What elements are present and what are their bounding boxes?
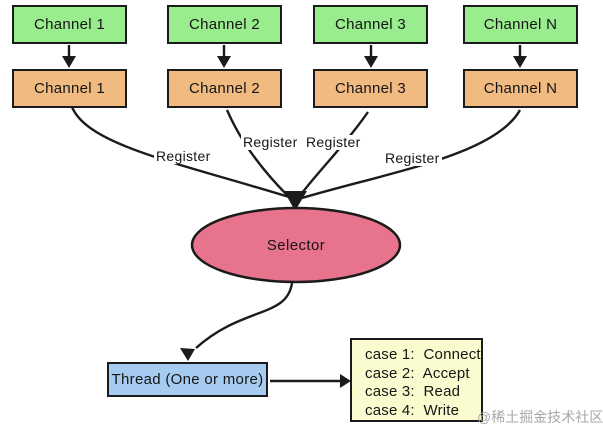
- register-label-3: Register: [304, 134, 363, 150]
- channel-bottom-2-box: Channel 2: [167, 69, 282, 108]
- case-line-write: case 4: Write: [365, 401, 460, 419]
- register-curve-3: [298, 111, 369, 198]
- case-line-connect: case 1: Connect: [365, 346, 481, 363]
- channel-bottom-n-box: Channel N: [463, 69, 578, 108]
- case-box: case 1: Connect case 2: Accept case 3: R…: [350, 338, 483, 422]
- case-line-read: case 3: Read: [365, 383, 461, 400]
- watermark: @稀土掘金技术社区: [477, 409, 603, 425]
- register-label-2: Register: [241, 134, 300, 150]
- arrow-channel1-down: [62, 45, 76, 68]
- register-curve-2: [225, 109, 289, 197]
- thread-to-case-arrow: [270, 374, 351, 388]
- register-label-4: Register: [383, 150, 442, 166]
- register-arrowhead: [284, 191, 307, 211]
- case-line-accept: case 2: Accept: [365, 364, 470, 382]
- arrow-channel3-down: [364, 45, 378, 68]
- thread-box: Thread (One or more): [107, 362, 268, 397]
- arrow-channelN-down: [513, 45, 527, 68]
- register-curve-1: [70, 106, 290, 199]
- arrow-channel2-down: [217, 45, 231, 68]
- channel-top-1-box: Channel 1: [12, 5, 127, 44]
- selector-label: Selector: [266, 236, 326, 254]
- channel-top-2-box: Channel 2: [167, 5, 282, 44]
- channel-top-n-box: Channel N: [463, 5, 578, 44]
- channel-top-3-box: Channel 3: [313, 5, 428, 44]
- channel-bottom-1-box: Channel 1: [12, 69, 127, 108]
- selector-to-thread-curve: [195, 282, 294, 349]
- channel-bottom-3-box: Channel 3: [313, 69, 428, 108]
- register-label-1: Register: [154, 148, 213, 164]
- selector-ellipse: [190, 206, 402, 284]
- selector-to-thread-arrowhead: [180, 348, 195, 361]
